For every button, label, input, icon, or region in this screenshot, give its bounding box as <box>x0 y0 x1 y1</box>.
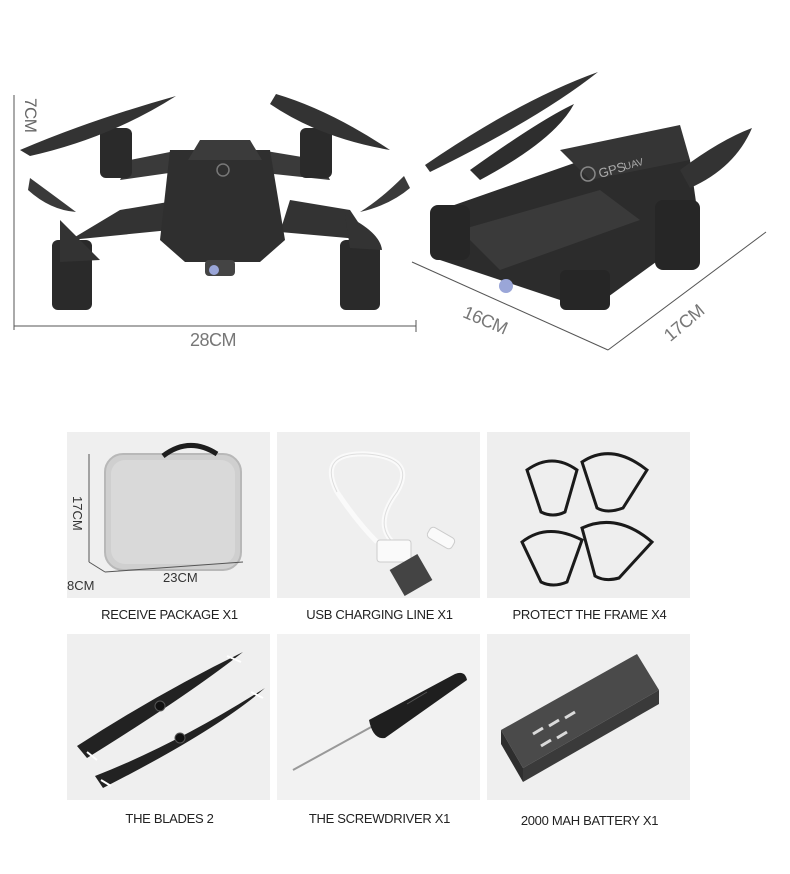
accessory-caption-3: PROTECT THE FRAME X4 <box>512 607 667 622</box>
accessory-caption-2: USB CHARGING LINE X1 <box>306 607 453 622</box>
propeller-guard-cell <box>487 432 690 598</box>
screwdriver-icon <box>277 634 480 800</box>
drone-dimension-illustration: GPS UAV <box>13 72 767 351</box>
accessory-caption-5: THE SCREWDRIVER X1 <box>308 811 451 826</box>
case-width-label: 23CM <box>163 570 198 585</box>
propeller-guard-icon <box>487 432 690 598</box>
carry-case-cell: 17CM 23CM 8CM <box>67 432 270 598</box>
accessory-caption-1: RECEIVE PACKAGE X1 <box>101 607 238 622</box>
accessory-caption-6: 2000 MAH BATTERY X1 <box>520 813 659 828</box>
unfolded-width-label: 28CM <box>190 330 237 350</box>
usb-cable-icon <box>277 432 480 598</box>
carry-case-icon <box>67 432 270 598</box>
screwdriver-cell <box>277 634 480 800</box>
usb-cable-cell <box>277 432 480 598</box>
unfolded-drone-image <box>20 94 410 310</box>
case-depth-label: 8CM <box>67 578 95 593</box>
gps-badge-text: GPS <box>597 159 628 181</box>
folded-drone-image: GPS UAV <box>425 72 752 310</box>
propeller-blade-cell <box>67 634 270 800</box>
accessory-caption-4: THE BLADES 2 <box>125 811 214 826</box>
uav-badge-text: UAV <box>623 157 645 173</box>
case-height-label: 17CM <box>70 496 85 531</box>
battery-cell <box>487 634 690 800</box>
battery-icon <box>487 634 690 800</box>
unfolded-height-label: 7CM <box>21 98 40 133</box>
propeller-blade-icon <box>67 634 270 800</box>
